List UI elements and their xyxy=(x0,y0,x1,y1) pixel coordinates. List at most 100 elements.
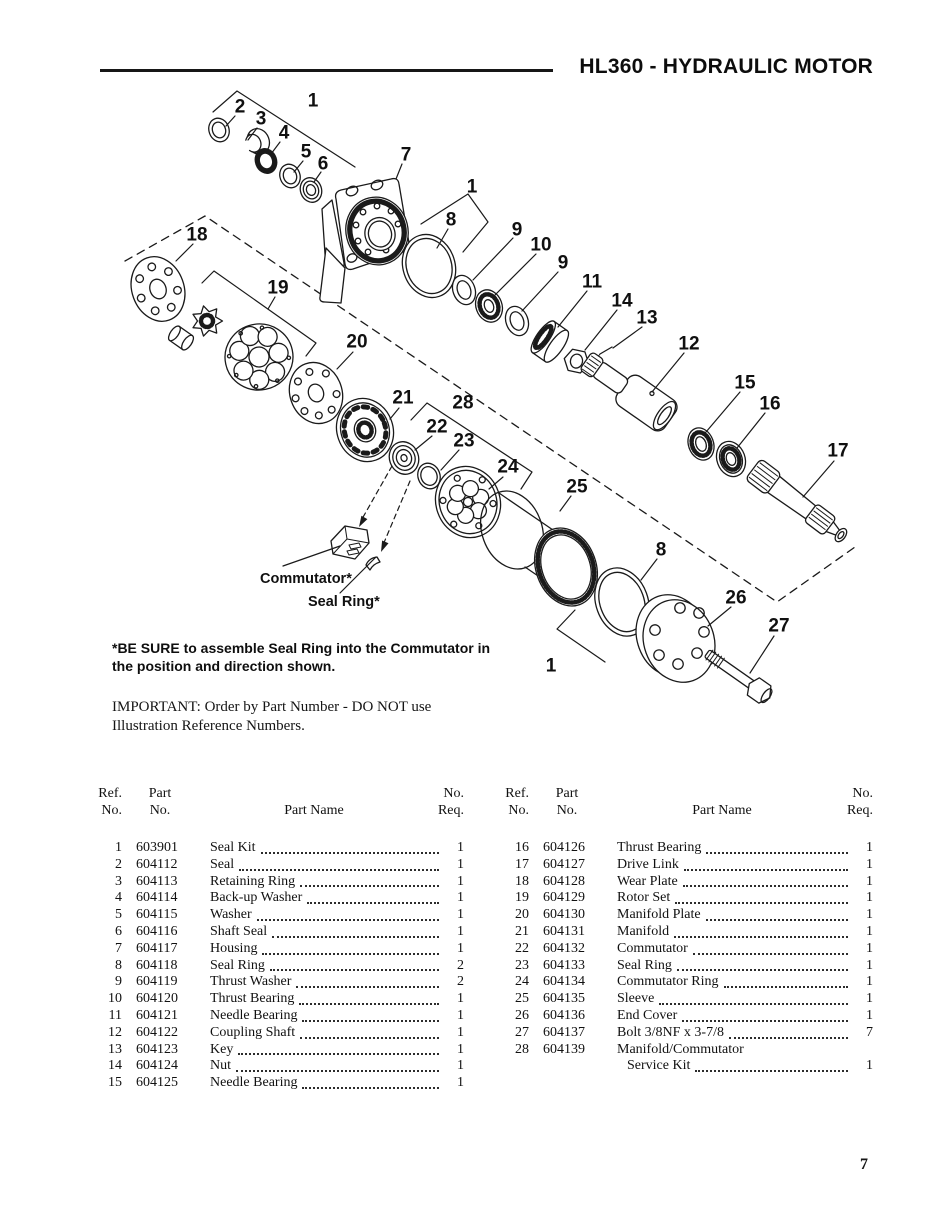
part-name: Bolt 3/8NF x 3-7/8 xyxy=(617,1024,724,1040)
col-header-part2: No. xyxy=(556,803,578,818)
qty: 1 xyxy=(457,940,464,956)
qty: 2 xyxy=(457,974,464,990)
part-name: Seal Kit xyxy=(210,840,256,855)
callout-1: 1 xyxy=(467,177,478,198)
leader-line xyxy=(557,290,588,328)
part-name: Commutator xyxy=(617,940,688,956)
qty: 1 xyxy=(866,957,873,973)
callout-6: 6 xyxy=(318,154,329,175)
dotted-leader xyxy=(675,902,848,905)
dotted-leader xyxy=(262,952,439,955)
part-wear-plate-18 xyxy=(130,256,186,322)
leader-line xyxy=(225,115,236,127)
ref-no: 19 xyxy=(515,890,529,906)
part-manifold-21 xyxy=(335,397,395,463)
part-no: 604112 xyxy=(136,856,178,872)
qty: 7 xyxy=(866,1024,873,1040)
qty: 1 xyxy=(457,1007,464,1023)
col-header-no: No. xyxy=(852,786,873,801)
part-shaft-seal-6 xyxy=(299,177,323,203)
dotted-leader xyxy=(300,885,439,888)
ref-no: 21 xyxy=(515,923,529,939)
part-name: Key xyxy=(210,1041,234,1057)
dotted-leader xyxy=(659,1002,848,1005)
dotted-leader xyxy=(299,1002,439,1005)
qty: 2 xyxy=(457,957,464,973)
part-no: 604118 xyxy=(136,957,178,973)
ref-no: 25 xyxy=(515,991,529,1007)
part-sleeve-25 xyxy=(480,490,598,607)
part-no: 604121 xyxy=(136,1007,178,1023)
col-header-part: Part xyxy=(555,786,579,801)
part-no: 604130 xyxy=(543,907,585,923)
qty: 1 xyxy=(866,991,873,1007)
part-seal-2 xyxy=(208,117,230,143)
qty: 1 xyxy=(457,1041,464,1057)
part-name: Seal xyxy=(210,856,235,872)
leader-line xyxy=(640,558,658,581)
part-commutator-ring-24 xyxy=(434,465,502,539)
ref-no: 8 xyxy=(115,957,122,973)
ref-no: 27 xyxy=(515,1024,529,1040)
callout-26: 26 xyxy=(725,588,746,609)
part-needle-bearing-11 xyxy=(530,320,570,363)
important-note: IMPORTANT: Order by Part Number - DO NOT… xyxy=(112,699,432,734)
ref-no: 14 xyxy=(108,1058,122,1074)
leader-line xyxy=(436,228,449,249)
qty: 1 xyxy=(866,923,873,939)
dotted-leader xyxy=(307,902,439,905)
callout-8: 8 xyxy=(656,540,667,561)
part-no: 604113 xyxy=(136,873,178,889)
dotted-leader xyxy=(683,868,848,871)
leader-line xyxy=(736,412,766,449)
part-thrust-washer-9b xyxy=(504,305,530,337)
dashed-axis-line xyxy=(124,215,856,603)
ref-no: 5 xyxy=(115,907,122,923)
ref-no: 3 xyxy=(115,873,122,889)
ref-no: 10 xyxy=(108,991,122,1007)
ref-no: 13 xyxy=(108,1041,122,1057)
part-no: 604128 xyxy=(543,873,585,889)
part-no: 604119 xyxy=(136,974,178,990)
part-no: 604131 xyxy=(543,923,585,939)
ref-no: 18 xyxy=(515,873,529,889)
part-name: Nut xyxy=(210,1058,231,1074)
part-thrust-bearing-16 xyxy=(715,440,747,478)
part-no: 604126 xyxy=(543,840,585,855)
callout-14: 14 xyxy=(611,291,633,312)
dotted-leader xyxy=(260,851,439,854)
part-name: Manifold/Commutator xyxy=(617,1041,744,1057)
leader-line xyxy=(270,141,281,155)
part-name: Wear Plate xyxy=(617,873,678,889)
part-name: Retaining Ring xyxy=(210,873,296,889)
callout-27: 27 xyxy=(768,616,789,637)
leader-line xyxy=(389,407,400,420)
callout-22: 22 xyxy=(426,417,447,438)
part-name: Housing xyxy=(210,940,258,956)
leader-line xyxy=(749,635,775,674)
col-header-ref2: No. xyxy=(508,803,529,818)
dotted-leader xyxy=(302,1019,439,1022)
part-no: 604115 xyxy=(136,907,178,923)
dotted-leader xyxy=(728,1036,848,1039)
callout-23: 23 xyxy=(453,431,474,452)
qty: 1 xyxy=(866,974,873,990)
callout-19: 19 xyxy=(267,278,288,299)
part-no: 604136 xyxy=(543,1007,585,1023)
part-no: 604139 xyxy=(543,1041,585,1057)
part-no: 604129 xyxy=(543,890,585,906)
dotted-leader xyxy=(692,952,848,955)
ref-no: 2 xyxy=(115,856,122,872)
leader-line xyxy=(707,606,732,627)
part-name: Washer xyxy=(210,907,252,923)
